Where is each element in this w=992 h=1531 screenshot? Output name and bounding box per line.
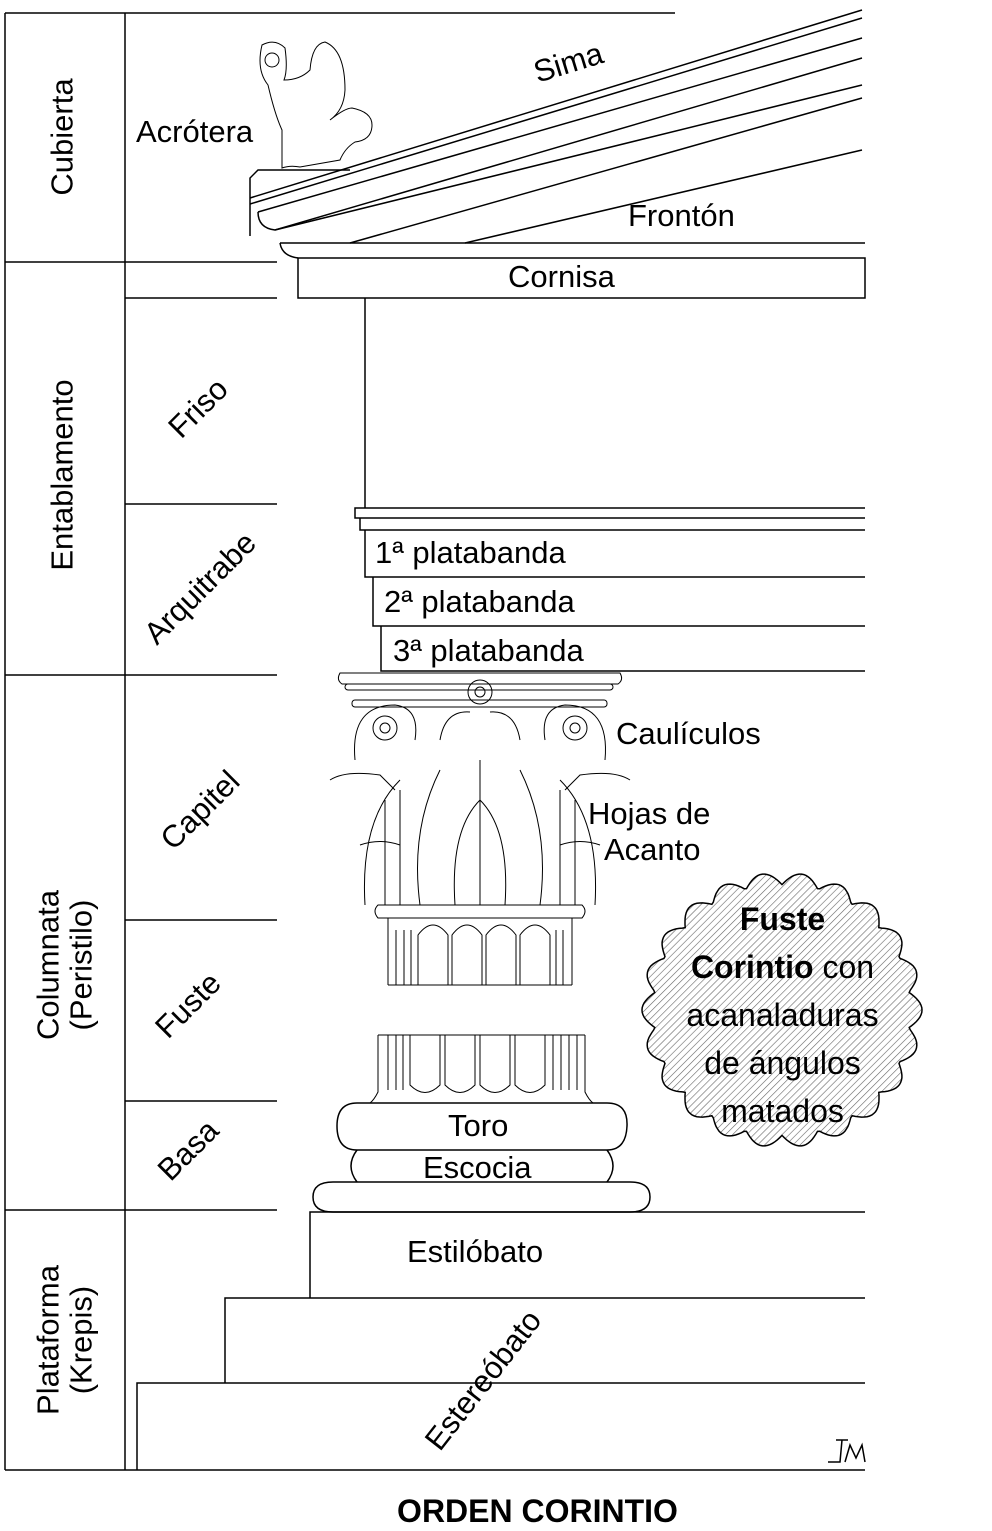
signature-mark: [828, 1439, 866, 1463]
acroterion-sphinx: [259, 41, 373, 169]
label-escocia: Escocia: [423, 1150, 532, 1185]
label-platabanda-2: 2ª platabanda: [384, 584, 575, 619]
note-line-4: de ángulos: [704, 1045, 861, 1081]
label-cornisa: Cornisa: [508, 259, 615, 294]
note-badge-shape: [641, 873, 923, 1147]
section-frame: [4, 12, 865, 1471]
note-line-1: Fuste: [739, 901, 826, 937]
shaft-note: Fuste Corintio con acanaladuras de ángul…: [660, 895, 905, 1135]
section-columnata-subtitle: (Peristilo): [63, 899, 98, 1031]
label-acanto: Acanto: [604, 832, 701, 867]
label-toro: Toro: [448, 1108, 509, 1143]
note-line-2-rest: con: [813, 949, 875, 985]
note-line-5: matados: [721, 1093, 844, 1129]
section-columnata: Columnata (Peristilo): [30, 890, 98, 1040]
label-platabanda-3: 3ª platabanda: [393, 633, 584, 668]
section-plataforma: Plataforma (Krepis): [30, 1265, 98, 1415]
label-estilobato: Estilóbato: [407, 1234, 544, 1269]
section-cubierta: Cubierta: [44, 78, 80, 196]
fluted-shaft-top: [387, 918, 573, 986]
note-line-2-bold: Corintio: [690, 949, 814, 985]
fluted-shaft-bottom: [369, 1034, 594, 1104]
label-acrotera: Acrótera: [136, 114, 254, 149]
note-line-3: acanaladuras: [686, 997, 879, 1033]
architrave: [354, 507, 865, 672]
label-fronton: Frontón: [628, 198, 735, 233]
label-caulículos: Caulículos: [616, 716, 761, 751]
section-plataforma-subtitle: (Krepis): [63, 1285, 98, 1395]
corinthian-capital: [329, 672, 631, 919]
pediment: [249, 9, 865, 259]
section-columnata-title: Columnata: [30, 890, 66, 1040]
section-plataforma-title: Plataforma: [30, 1265, 66, 1415]
label-hojas-de: Hojas de: [588, 796, 711, 831]
krepis-steps: [136, 1211, 865, 1470]
cornisa-block: [297, 257, 866, 299]
section-entablamento: Entablamento: [44, 379, 80, 571]
diagram-title: ORDEN CORINTIO: [397, 1493, 678, 1529]
label-platabanda-1: 1ª platabanda: [375, 535, 566, 570]
